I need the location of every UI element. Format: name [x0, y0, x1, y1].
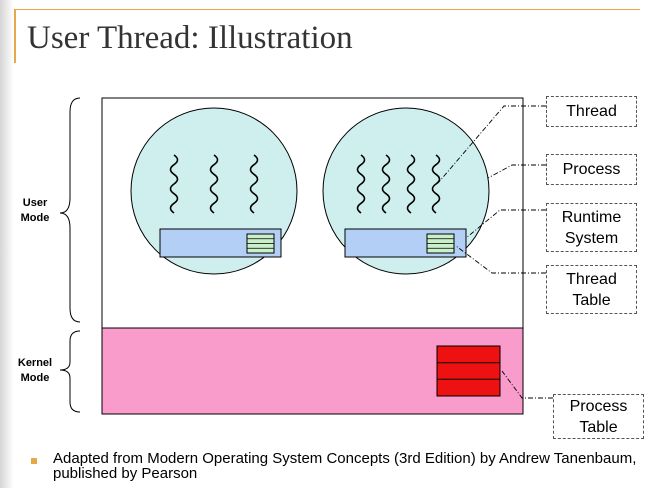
thread-squiggle	[356, 154, 366, 214]
process-table	[436, 345, 501, 397]
footnote: Adapted from Modern Operating System Con…	[53, 450, 637, 482]
thread-squiggle	[249, 154, 259, 214]
thread-leader	[437, 105, 546, 184]
bullet-icon	[31, 458, 37, 464]
left-shade	[0, 0, 14, 488]
thread-squiggle	[169, 154, 179, 214]
kernel-mode-brace	[59, 330, 81, 413]
title-rule	[14, 9, 640, 10]
thread-table-2	[426, 233, 455, 254]
thread-squiggle	[406, 154, 416, 214]
slide-title: User Thread: Illustration	[27, 20, 353, 56]
thread-squiggle	[381, 154, 391, 214]
runtime-system-callout: Runtime System	[546, 203, 637, 252]
user-mode-brace	[59, 97, 81, 323]
thread-squiggle	[431, 154, 441, 214]
process-leader	[487, 164, 546, 179]
thread-table-callout: Thread Table	[546, 265, 637, 314]
thread-callout: Thread	[546, 96, 637, 127]
thread-table-leader	[455, 245, 546, 274]
thread-squiggle	[209, 154, 219, 214]
kernel-mode-label: Kernel Mode	[17, 357, 53, 384]
thread-table-1	[246, 233, 275, 254]
title-rule-left	[14, 9, 16, 63]
process-table-leader	[501, 370, 553, 399]
process-callout: Process	[546, 154, 637, 185]
user-mode-label: User Mode	[20, 197, 50, 224]
process-table-callout: Process Table	[553, 394, 644, 439]
